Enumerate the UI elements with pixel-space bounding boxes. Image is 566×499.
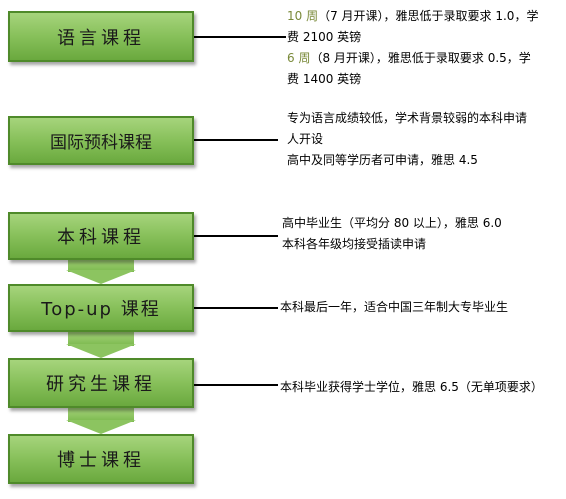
postgraduate-course-box: 研究生课程 — [8, 358, 194, 408]
language-note-line2: 费 2100 英镑 — [287, 30, 362, 44]
language-note-line4: 费 1400 英镑 — [287, 72, 362, 86]
undergraduate-note-line1: 高中毕业生（平均分 80 以上），雅思 6.0 — [282, 216, 502, 230]
language-course-label: 语言课程 — [57, 27, 145, 49]
language-note-line1: 10 周（7 月开课），雅思低于录取要求 1.0，学 — [287, 6, 538, 27]
language-connector-line — [194, 36, 286, 38]
language-course-box: 语言课程 — [8, 11, 194, 62]
progression-arrow-bar-2 — [68, 332, 134, 346]
progression-arrow-head-2 — [66, 344, 136, 358]
undergraduate-course-box: 本科课程 — [8, 212, 194, 260]
postgraduate-note: 本科毕业获得学士学位，雅思 6.5（无单项要求） — [280, 377, 543, 398]
undergraduate-note-line2: 本科各年级均接受插读申请 — [282, 237, 427, 251]
undergraduate-note: 高中毕业生（平均分 80 以上），雅思 6.0 本科各年级均接受插读申请 — [282, 213, 502, 255]
topup-course-label: Top-up 课程 — [41, 299, 161, 320]
progression-arrow-head-3 — [66, 420, 136, 434]
language-note-line3: 6 周（8 月开课），雅思低于录取要求 0.5，学 — [287, 48, 538, 69]
phd-course-label: 博士课程 — [57, 450, 145, 471]
postgraduate-course-label: 研究生课程 — [46, 374, 156, 395]
progression-arrow-bar-1 — [68, 258, 134, 272]
postgraduate-note-line1: 本科毕业获得学士学位，雅思 6.5（无单项要求） — [280, 380, 543, 394]
foundation-note-line3: 高中及同等学历者可申请，雅思 4.5 — [287, 153, 478, 167]
progression-arrow-head-1 — [66, 270, 136, 284]
language-note: 10 周（7 月开课），雅思低于录取要求 1.0，学 费 2100 英镑 6 周… — [287, 6, 538, 90]
topup-connector-line — [194, 307, 278, 309]
topup-note-line1: 本科最后一年，适合中国三年制大专毕业生 — [280, 300, 509, 314]
phd-course-box: 博士课程 — [8, 434, 194, 484]
foundation-course-box: 国际预科课程 — [8, 116, 194, 165]
language-note-line3-rest: （8 月开课），雅思低于录取要求 0.5，学 — [310, 51, 531, 65]
foundation-course-label: 国际预科课程 — [50, 133, 152, 153]
foundation-connector-line — [194, 139, 278, 141]
undergraduate-connector-line — [194, 235, 278, 237]
progression-arrow-bar-3 — [68, 408, 134, 422]
foundation-note: 专为语言成绩较低，学术背景较弱的本科申请 人开设 高中及同等学历者可申请，雅思 … — [287, 108, 527, 171]
topup-course-box: Top-up 课程 — [8, 284, 194, 332]
language-weeks-6: 6 周 — [287, 51, 311, 65]
topup-note: 本科最后一年，适合中国三年制大专毕业生 — [280, 297, 508, 318]
foundation-note-line2: 人开设 — [287, 132, 324, 146]
undergraduate-course-label: 本科课程 — [57, 227, 145, 248]
postgraduate-connector-line — [194, 384, 278, 386]
language-note-line1-rest: （7 月开课），雅思低于录取要求 1.0，学 — [318, 9, 539, 23]
foundation-note-line1: 专为语言成绩较低，学术背景较弱的本科申请 — [287, 111, 528, 125]
language-weeks-10: 10 周 — [287, 9, 319, 23]
